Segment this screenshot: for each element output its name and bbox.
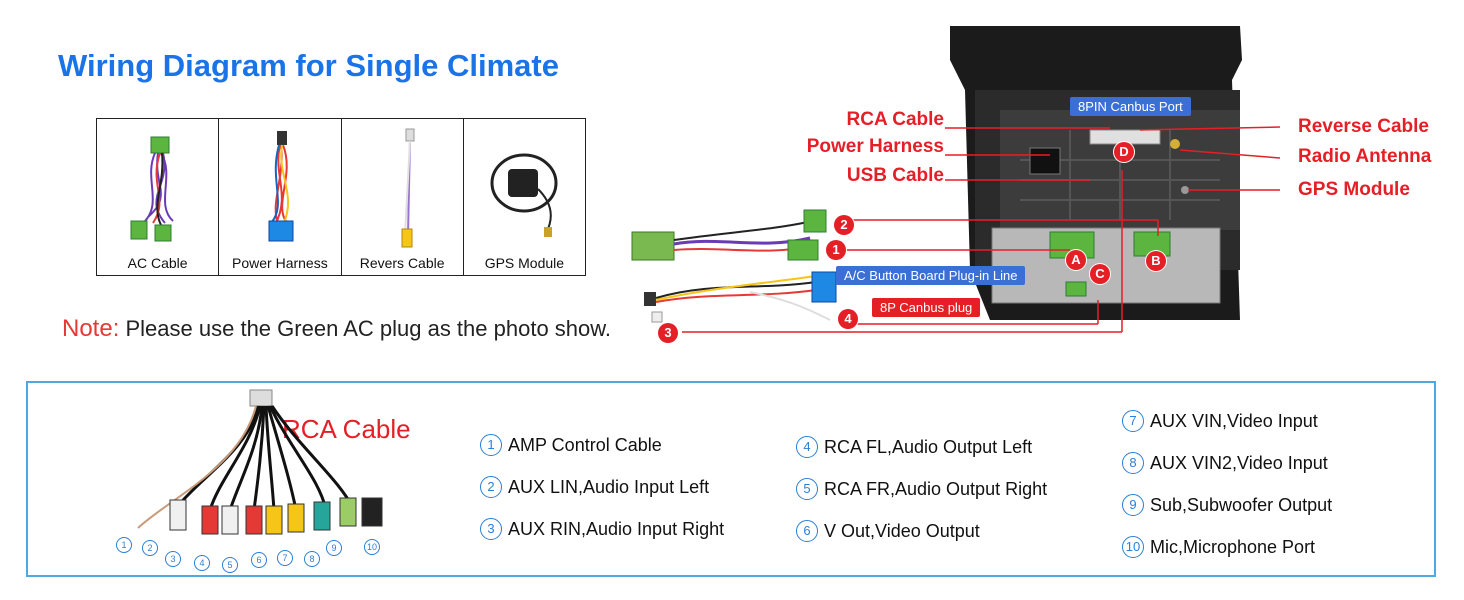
rca-connector-number: 9 (326, 540, 342, 556)
marker-4: 4 (838, 309, 858, 329)
rca-legend-item: 8 AUX VIN2,Video Input (1122, 452, 1328, 474)
rca-legend-item: 1 AMP Control Cable (480, 434, 662, 456)
accessories-table: AC Cable Power Harness Revers Cable GPS … (96, 118, 586, 276)
rca-legend-number: 5 (796, 478, 818, 500)
accessory-label: AC Cable (127, 255, 188, 271)
rca-connector-number: 7 (277, 550, 293, 566)
callout-power-harness: Power Harness (806, 136, 944, 157)
marker-d: D (1114, 142, 1134, 162)
accessory-label: Revers Cable (359, 255, 445, 271)
callout-canbus-plug: 8P Canbus plug (872, 298, 981, 317)
rca-legend-item: 7 AUX VIN,Video Input (1122, 410, 1318, 432)
marker-a: A (1066, 250, 1086, 270)
accessory-gps-module: GPS Module (464, 119, 585, 275)
power-harness-icon (268, 131, 294, 242)
rca-connector-number: 8 (304, 551, 320, 567)
note-label: Note: (62, 315, 120, 342)
rca-connector-number: 2 (142, 540, 158, 556)
accessory-power-harness: Power Harness (219, 119, 342, 275)
rca-legend-number: 3 (480, 518, 502, 540)
rca-legend-number: 1 (480, 434, 502, 456)
accessory-label: GPS Module (484, 255, 565, 271)
rca-legend-text: V Out,Video Output (824, 520, 980, 541)
marker-1: 1 (826, 240, 846, 260)
rca-panel (26, 381, 1436, 577)
accessory-reverse-cable: Revers Cable (342, 119, 464, 275)
callout-usb-cable: USB Cable (846, 165, 944, 186)
rca-cable-image (137, 389, 383, 535)
rca-legend-number: 4 (796, 436, 818, 458)
rca-legend-item: 5 RCA FR,Audio Output Right (796, 478, 1047, 500)
rca-connector-number: 5 (222, 557, 238, 573)
rca-legend-number: 6 (796, 520, 818, 542)
marker-b: B (1146, 251, 1166, 271)
rca-legend-text: AMP Control Cable (508, 434, 662, 455)
rca-legend-number: 9 (1122, 494, 1144, 516)
callout-ac-board-line: A/C Button Board Plug-in Line (836, 266, 1026, 285)
ac-cable-icon (130, 136, 174, 242)
rca-legend-text: AUX VIN2,Video Input (1150, 452, 1328, 473)
rca-legend-text: Mic,Microphone Port (1150, 536, 1316, 557)
callout-reverse-cable: Reverse Cable (1298, 116, 1429, 137)
rca-connector-number: 4 (194, 555, 210, 571)
marker-3: 3 (658, 323, 678, 343)
rca-legend-text: RCA FR,Audio Output Right (824, 478, 1048, 499)
note-text: Please use the Green AC plug as the phot… (125, 316, 612, 341)
callout-radio-antenna: Radio Antenna (1298, 146, 1432, 167)
rca-legend-item: 6 V Out,Video Output (796, 520, 980, 542)
rca-legend-item: 9 Sub,Subwoofer Output (1122, 494, 1332, 516)
marker-c: C (1090, 264, 1110, 284)
rca-legend-item: 4 RCA FL,Audio Output Left (796, 436, 1032, 458)
rca-connector-number: 3 (165, 551, 181, 567)
rca-legend-number: 2 (480, 476, 502, 498)
rca-legend-text: AUX LIN,Audio Input Left (508, 476, 710, 497)
rca-connector-number: 6 (251, 552, 267, 568)
rca-legend-item: 10 Mic,Microphone Port (1122, 536, 1315, 558)
rca-legend-number: 8 (1122, 452, 1144, 474)
rca-connector-number: 10 (364, 539, 380, 555)
rca-legend-text: AUX RIN,Audio Input Right (508, 518, 725, 539)
rca-legend-number: 10 (1122, 536, 1144, 558)
rca-connector-number: 1 (116, 537, 132, 553)
rca-legend-text: RCA FL,Audio Output Left (824, 436, 1033, 457)
rca-legend-number: 7 (1122, 410, 1144, 432)
diagram-title: Wiring Diagram for Single Climate (58, 48, 559, 83)
callout-canbus-port: 8PIN Canbus Port (1070, 97, 1191, 116)
note: Note: Please use the Green AC plug as th… (62, 315, 611, 343)
rca-legend-text: AUX VIN,Video Input (1150, 410, 1318, 431)
rca-title: RCA Cable (282, 414, 411, 444)
rca-legend-text: Sub,Subwoofer Output (1150, 494, 1333, 515)
reverse-cable-icon (401, 128, 414, 248)
callout-rca-cable: RCA Cable (846, 109, 944, 130)
callout-gps-module: GPS Module (1298, 179, 1410, 200)
accessory-label: Power Harness (232, 255, 328, 271)
rca-legend-item: 2 AUX LIN,Audio Input Left (480, 476, 709, 498)
marker-2: 2 (834, 215, 854, 235)
accessory-ac-cable: AC Cable (97, 119, 220, 275)
gps-module-icon (490, 153, 558, 237)
rca-legend-item: 3 AUX RIN,Audio Input Right (480, 518, 724, 540)
